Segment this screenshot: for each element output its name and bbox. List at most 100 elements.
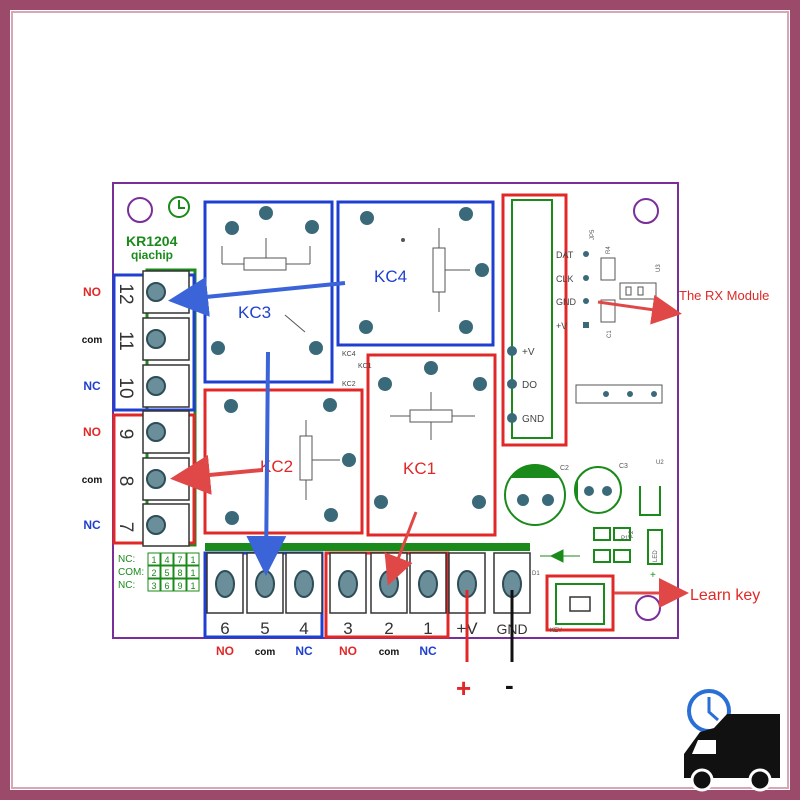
module-pin-label: +V: [522, 347, 535, 358]
learn-key: KEY: [545, 574, 615, 634]
board-model-label: KR1204: [126, 233, 178, 249]
kc2-silkscreen: KC2: [342, 381, 356, 388]
terminal-screw: [146, 469, 166, 489]
jumper-cell-label: 9: [177, 581, 182, 591]
terminal-role-label: NC: [83, 379, 101, 393]
svg-text:DAT: DAT: [556, 250, 574, 260]
board-brand-label: qiachip: [131, 248, 173, 262]
terminal-3: 3NO: [329, 552, 367, 658]
terminal-number: 1: [423, 619, 432, 638]
terminal-screw: [146, 282, 166, 302]
terminal-role-label: NO: [83, 425, 101, 439]
svg-text:LED: LED: [653, 550, 659, 562]
learn-key-callout: Learn key: [690, 587, 760, 604]
terminal-role-label: NC: [295, 644, 313, 658]
terminal-role-label: NO: [216, 644, 234, 658]
jumper-cell: [160, 578, 174, 592]
terminal-role-label: com: [82, 335, 103, 346]
terminal-number: 2: [384, 619, 393, 638]
terminal-role-label: com: [379, 647, 400, 658]
relay-kc1-label: KC1: [403, 459, 436, 478]
svg-text:C3: C3: [619, 463, 628, 470]
terminal-screw: [146, 422, 166, 442]
terminal-4: 4NC: [285, 552, 323, 658]
arrow-kc4-to-terminal-12: [168, 276, 346, 317]
jumper-cell-label: 1: [190, 555, 195, 565]
svg-text:P1: P1: [621, 536, 629, 542]
relay-kc3-label: KC3: [238, 303, 271, 322]
terminal-screw: [146, 376, 166, 396]
terminal-6: 6NO: [206, 552, 244, 658]
mounting-hole: [633, 198, 659, 224]
svg-text:+: +: [650, 570, 656, 581]
svg-text:COM:: COM:: [118, 567, 144, 578]
terminal-screw: [418, 570, 438, 598]
terminal-screw: [379, 570, 399, 598]
terminal-number: 4: [299, 619, 308, 638]
brand-logo-icon: [168, 196, 190, 218]
jumper-cell: [186, 552, 200, 566]
module-pin-label: GND: [522, 414, 544, 425]
jumper-cell: [160, 552, 174, 566]
jumper-cell-label: 1: [151, 555, 156, 565]
terminal-1: 1NC: [409, 552, 447, 658]
arrow-kc2-to-terminal-8: [170, 455, 263, 495]
header-pins: DAT CLK GND +V JP5 R4 C1 U3: [556, 229, 663, 404]
jumper-cell-label: 3: [151, 581, 156, 591]
svg-text:NC:: NC:: [118, 554, 135, 565]
jumper-cell: [173, 565, 187, 579]
jumper-cell-label: 1: [190, 568, 195, 578]
mounting-hole: [635, 595, 661, 621]
rx-module: +V DO GND: [501, 193, 568, 447]
jumper-cell: [186, 578, 200, 592]
terminal-screw-block: [206, 552, 244, 614]
terminal-number: 10: [115, 377, 136, 398]
jumper-cell-label: 1: [190, 581, 195, 591]
rx-module-callout: The RX Module: [679, 288, 769, 303]
terminal-role-label: NO: [339, 644, 357, 658]
svg-text:+V: +V: [556, 321, 567, 331]
terminal-role-label: NC: [83, 518, 101, 532]
terminal-screw: [215, 570, 235, 598]
arrow-to-rx-module: [597, 294, 682, 325]
svg-text:KEY: KEY: [550, 628, 562, 634]
terminal-9: 9NO: [83, 410, 190, 454]
jumper-cell: [147, 552, 161, 566]
terminal-number: 12: [115, 283, 136, 304]
bottom-terminal-strip: [205, 543, 530, 551]
svg-text:CLK: CLK: [556, 274, 574, 284]
jumper-cell-label: 7: [177, 555, 182, 565]
jumper-cell-label: 2: [151, 568, 156, 578]
jumper-cell: [173, 552, 187, 566]
relay-kc4-label: KC4: [374, 267, 407, 286]
power-plus-sign: +: [456, 673, 471, 703]
terminal-number: 3: [343, 619, 352, 638]
svg-text:KC4: KC4: [342, 351, 356, 358]
terminal-screw: [294, 570, 314, 598]
svg-text:GND: GND: [556, 297, 577, 307]
jumper-cell: [173, 578, 187, 592]
jumper-cell: [160, 565, 174, 579]
power-minus-sign: -: [505, 670, 514, 700]
terminal-number: 11: [115, 331, 136, 351]
jumper-cell-label: 6: [164, 581, 169, 591]
svg-text:U3: U3: [656, 264, 662, 272]
terminal-2: 2 com: [370, 552, 408, 658]
svg-text:KC1: KC1: [358, 363, 372, 370]
arrow-kc1-to-terminal-2: [384, 511, 418, 586]
terminal-number: 6: [220, 619, 229, 638]
jumper-cell-label: 8: [177, 568, 182, 578]
terminal-screw: [255, 570, 275, 598]
arrow-kc3-to-terminal-5: [246, 351, 287, 576]
terminal-number: 8: [115, 476, 136, 487]
terminal-7: 7 NC: [83, 503, 190, 547]
inner-frame: [11, 11, 789, 789]
terminal-number: 7: [115, 522, 136, 533]
module-pin-label: DO: [522, 380, 537, 391]
terminal-role-label: NC: [419, 644, 437, 658]
terminal-gnd: GND: [493, 552, 531, 637]
svg-text:NC:: NC:: [118, 580, 135, 591]
svg-text:U2: U2: [656, 460, 664, 466]
